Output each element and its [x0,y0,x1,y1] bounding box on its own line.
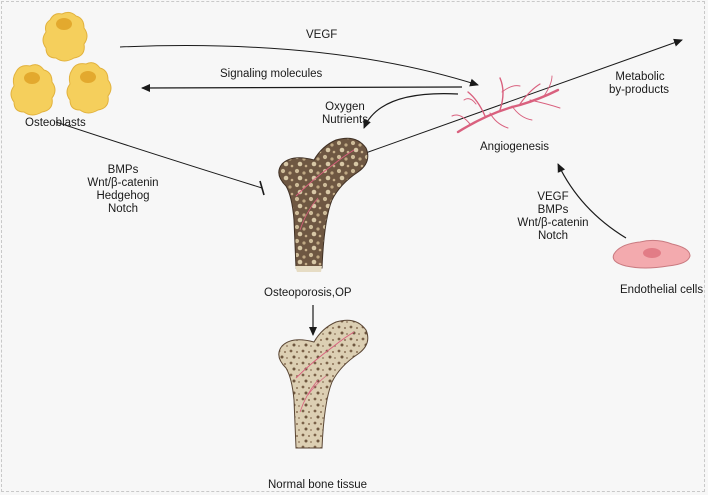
signaling-arrow [141,83,463,92]
osteoblast-cell-2 [10,64,56,116]
signaling-molecules-label: Signaling molecules [220,68,323,80]
vegf-label: VEGF [306,29,338,41]
factor-notch: Notch [537,230,569,242]
endothelial-arrow [557,163,627,239]
metabolic-arrow [359,38,683,156]
inhibitor-hedgehog: Hedgehog [96,190,150,202]
factor-bmps: BMPs [537,204,569,216]
endothelial-cell [612,239,691,269]
inhibitor-bmps: BMPs [107,164,139,176]
normal-bone [278,319,369,449]
angiogenesis-label: Angiogenesis [480,141,550,153]
osteoporotic-bone [278,137,369,272]
oxygen-arrow [363,93,459,129]
inhibitor-notch: Notch [107,203,139,215]
normal-bone-label: Normal bone tissue [268,479,368,491]
byproducts-label: by-products [608,84,670,96]
oxygen-label: Oxygen [325,101,365,113]
inhibition-line [55,121,263,189]
osteoblast-cell-1 [42,11,88,62]
inhibitor-wnt: Wnt/β-catenin [87,177,159,189]
osteoblasts-label: Osteoblasts [25,117,86,129]
vegf-arrow [119,45,479,87]
osteoporosis-label: Osteoporosis,OP [264,287,352,299]
metabolic-label: Metabolic [615,71,665,83]
angiogenesis-vessels [451,75,561,134]
factor-wnt: Wnt/β-catenin [517,217,589,229]
factor-vegf: VEGF [537,191,569,203]
nutrients-label: Nutrients [321,114,369,126]
osteoblast-cell-3 [66,62,112,114]
endothelial-cells-label: Endothelial cells [620,284,704,296]
